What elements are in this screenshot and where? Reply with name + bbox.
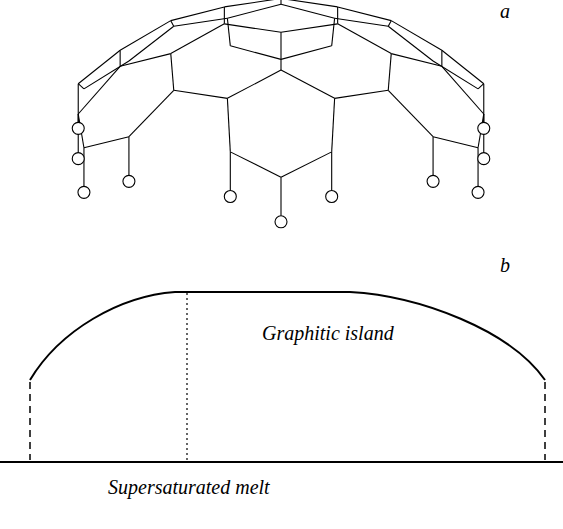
dangling-bond <box>83 148 84 187</box>
dangling-bond <box>433 137 434 176</box>
carbon-bond <box>281 4 335 18</box>
melt-surface <box>0 461 563 463</box>
panel-letter: b <box>500 254 510 276</box>
dangling-bond <box>331 152 332 191</box>
carbon-bond <box>120 21 171 51</box>
metal-atom <box>72 122 84 134</box>
carbon-bond <box>335 18 389 26</box>
metal-atom <box>326 191 338 203</box>
carbon-bond <box>84 61 129 89</box>
carbon-bond <box>281 152 332 177</box>
carbon-bond <box>338 7 392 21</box>
carbon-bond <box>78 50 120 83</box>
metal-atom <box>478 122 490 134</box>
carbon-bond <box>120 54 171 67</box>
carbon-bond <box>171 21 174 27</box>
carbon-bond <box>332 18 335 46</box>
dangling-bond <box>128 137 129 176</box>
carbon-bond <box>227 18 230 46</box>
dashed-edge <box>544 382 546 460</box>
carbon-bond <box>171 24 225 54</box>
carbon-bond <box>174 90 228 98</box>
carbon-bond <box>337 7 338 24</box>
carbon-bond <box>129 90 174 136</box>
carbon-bond <box>171 7 225 21</box>
metal-atom <box>72 153 84 165</box>
carbon-bond <box>174 18 228 26</box>
metal-atom <box>123 175 135 187</box>
carbon-bond <box>129 26 174 61</box>
carbon-bond <box>332 98 335 152</box>
carbon-bond <box>280 32 281 70</box>
dangling-bond <box>78 84 79 123</box>
metal-atom <box>78 186 90 198</box>
carbon-bond <box>227 4 281 18</box>
carbon-bond <box>388 90 433 136</box>
carbon-bond <box>391 54 442 67</box>
carbon-bond <box>433 137 478 148</box>
dangling-bond <box>230 152 231 191</box>
metal-atom <box>224 191 236 203</box>
carbon-bond <box>388 54 391 91</box>
dotted-axis <box>186 293 187 460</box>
carbon-bond <box>227 98 230 152</box>
carbon-bond <box>78 84 84 89</box>
carbon-bond <box>281 24 338 32</box>
carbon-bond <box>281 46 332 60</box>
carbon-bond <box>478 84 484 89</box>
carbon-bond <box>224 7 225 24</box>
carbon-bond <box>224 24 281 32</box>
carbon-bond <box>338 24 392 54</box>
carbon-bond <box>281 0 338 7</box>
dangling-bond <box>478 148 479 187</box>
carbon-bond <box>391 21 442 51</box>
island-outline <box>30 292 545 380</box>
carbon-bond <box>335 90 389 98</box>
carbon-bond <box>230 152 281 177</box>
carbon-bond <box>442 50 484 83</box>
carbon-bond <box>84 137 129 148</box>
carbon-bond <box>442 66 484 114</box>
metal-atom <box>478 153 490 165</box>
carbon-bond <box>227 70 281 98</box>
dangling-bond <box>280 177 281 216</box>
metal-atom <box>472 186 484 198</box>
region-label: Supersaturated melt <box>108 476 270 498</box>
carbon-bond <box>78 66 120 114</box>
dangling-bond <box>483 84 484 123</box>
carbon-bond <box>388 21 391 27</box>
region-label: Graphitic island <box>262 322 394 344</box>
carbon-bond <box>171 54 174 91</box>
metal-atom <box>427 175 439 187</box>
panel-letter: a <box>500 0 510 22</box>
dashed-edge <box>29 382 31 460</box>
carbon-bond <box>280 0 281 4</box>
carbon-bond <box>433 61 478 89</box>
carbon-bond <box>281 70 335 98</box>
carbon-bond <box>230 46 281 60</box>
carbon-bond <box>120 50 121 66</box>
metal-atom <box>275 216 287 228</box>
carbon-bond <box>441 50 442 66</box>
